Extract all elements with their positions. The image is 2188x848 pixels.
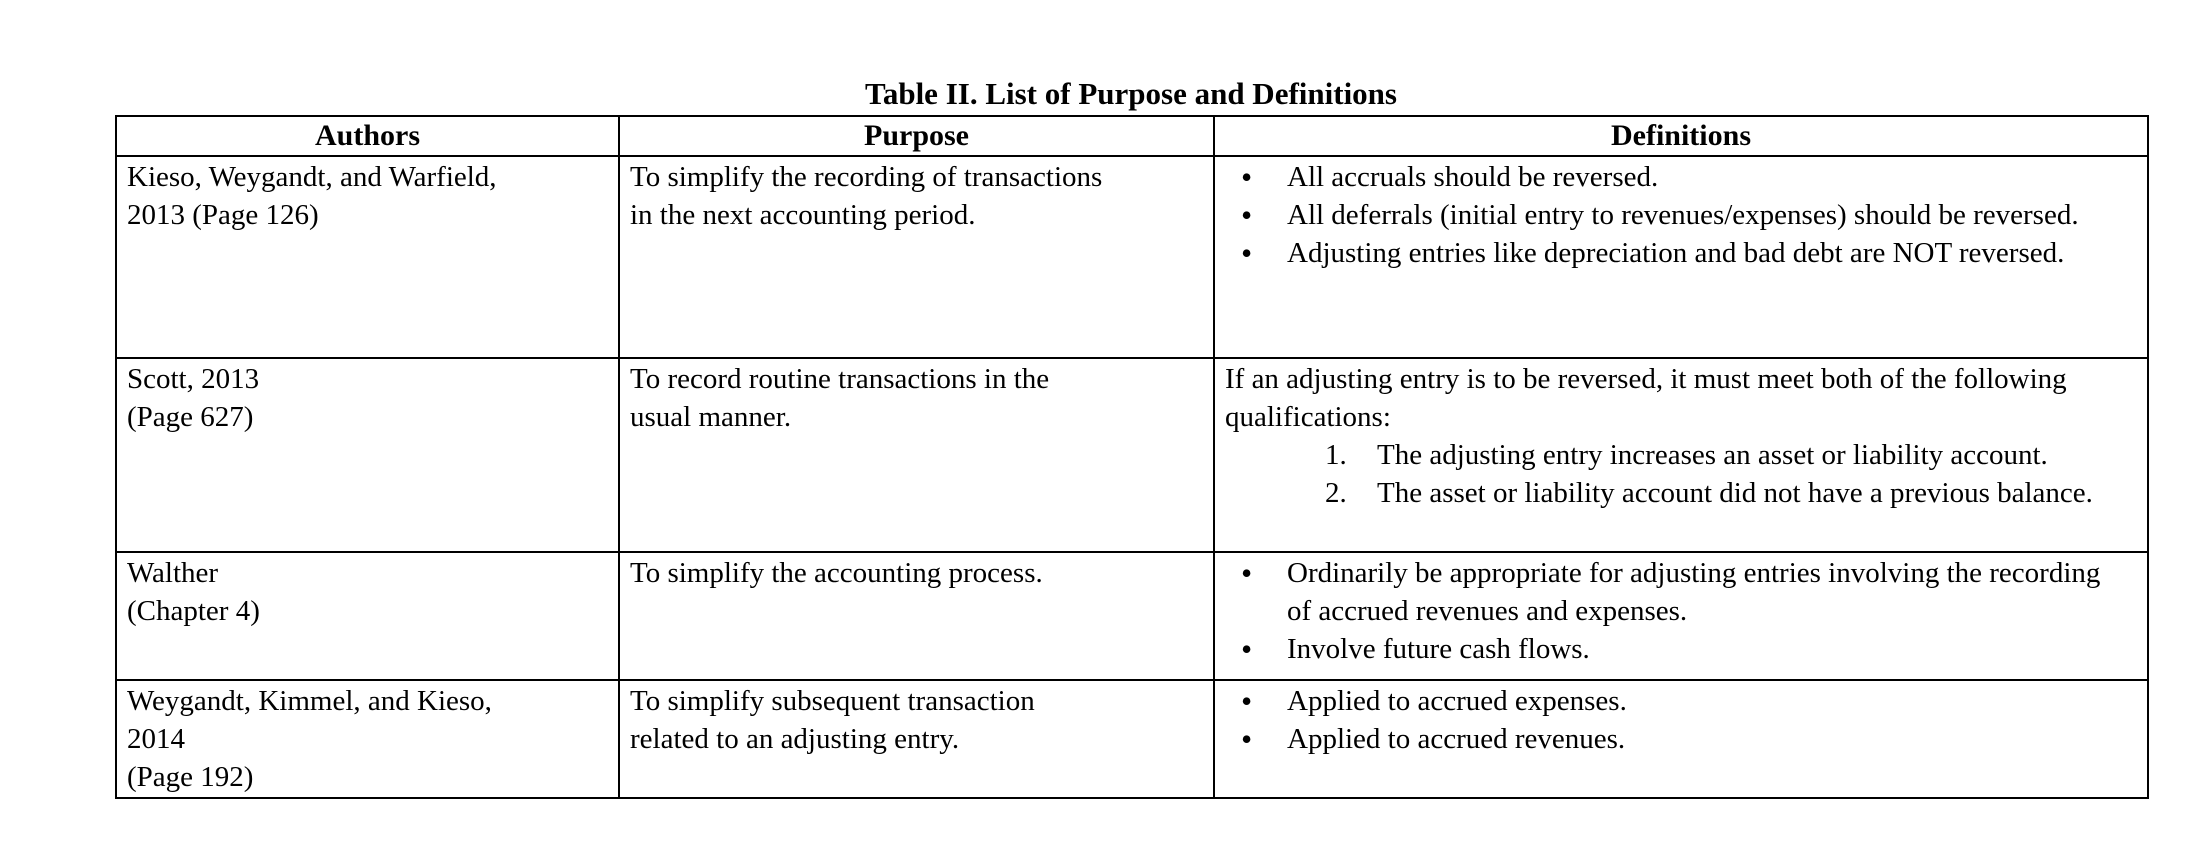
purpose-line: To simplify subsequent transaction bbox=[630, 685, 1035, 717]
authors-line: (Page 192) bbox=[127, 761, 254, 793]
authors-line: Walther bbox=[127, 557, 219, 589]
definitions-intro: If an adjusting entry is to be reversed,… bbox=[1225, 363, 2067, 433]
definitions-numbered-list: The adjusting entry increases an asset o… bbox=[1225, 436, 2129, 512]
definition-numbered-item: The adjusting entry increases an asset o… bbox=[1325, 436, 2048, 474]
definition-bullet-item: All accruals should be reversed. bbox=[1225, 158, 2129, 196]
authors-line: (Chapter 4) bbox=[127, 595, 260, 627]
definition-numbered-item: The asset or liability account did not h… bbox=[1325, 474, 2093, 512]
definitions-cell: Applied to accrued expenses. Applied to … bbox=[1213, 679, 2149, 799]
purpose-line: To simplify the recording of transaction… bbox=[630, 161, 1103, 193]
authors-cell: Kieso, Weygandt, and Warfield, 2013 (Pag… bbox=[115, 155, 620, 359]
purpose-cell: To record routine transactions in the us… bbox=[618, 357, 1215, 553]
authors-line: (Page 627) bbox=[127, 401, 254, 433]
purpose-line: usual manner. bbox=[630, 401, 792, 433]
definition-bullet-item: All deferrals (initial entry to revenues… bbox=[1225, 196, 2129, 234]
definitions-cell: If an adjusting entry is to be reversed,… bbox=[1213, 357, 2149, 553]
authors-line: Scott, 2013 bbox=[127, 363, 260, 395]
purpose-line: related to an adjusting entry. bbox=[630, 723, 960, 755]
authors-line: 2013 (Page 126) bbox=[127, 199, 319, 231]
authors-line: Kieso, Weygandt, and Warfield, bbox=[127, 161, 497, 193]
table-header-row: Authors Purpose Definitions bbox=[115, 115, 2149, 157]
table-row-weygandt: Weygandt, Kimmel, and Kieso, 2014 (Page … bbox=[115, 679, 2149, 799]
definitions-bullet-list: Applied to accrued expenses. Applied to … bbox=[1225, 682, 2129, 758]
column-header-authors: Authors bbox=[115, 115, 620, 157]
column-header-purpose: Purpose bbox=[618, 115, 1215, 157]
definition-bullet-item: Ordinarily be appropriate for adjusting … bbox=[1225, 554, 2129, 630]
table-title: Table II. List of Purpose and Definition… bbox=[865, 76, 1397, 111]
definitions-cell: Ordinarily be appropriate for adjusting … bbox=[1213, 551, 2149, 681]
authors-cell: Weygandt, Kimmel, and Kieso, 2014 (Page … bbox=[115, 679, 620, 799]
definition-bullet-item: Involve future cash flows. bbox=[1225, 630, 2129, 668]
purpose-cell: To simplify the accounting process. bbox=[618, 551, 1215, 681]
definitions-bullet-list: Ordinarily be appropriate for adjusting … bbox=[1225, 554, 2129, 668]
definition-bullet-item: Applied to accrued revenues. bbox=[1225, 720, 2129, 758]
purpose-line: To simplify the accounting process. bbox=[630, 557, 1043, 589]
table-row-walther: Walther (Chapter 4) To simplify the acco… bbox=[115, 551, 2149, 681]
purpose-line: in the next accounting period. bbox=[630, 199, 976, 231]
definition-bullet-item: Applied to accrued expenses. bbox=[1225, 682, 2129, 720]
authors-cell: Scott, 2013 (Page 627) bbox=[115, 357, 620, 553]
definitions-bullet-list: All accruals should be reversed. All def… bbox=[1225, 158, 2129, 272]
table-row-scott: Scott, 2013 (Page 627) To record routine… bbox=[115, 357, 2149, 553]
column-header-definitions: Definitions bbox=[1213, 115, 2149, 157]
purpose-cell: To simplify the recording of transaction… bbox=[618, 155, 1215, 359]
definition-bullet-item: Adjusting entries like depreciation and … bbox=[1225, 234, 2129, 272]
purpose-definitions-table: Authors Purpose Definitions Kieso, Weyga… bbox=[115, 115, 2149, 799]
purpose-line: To record routine transactions in the bbox=[630, 363, 1050, 395]
definitions-cell: All accruals should be reversed. All def… bbox=[1213, 155, 2149, 359]
authors-line: Weygandt, Kimmel, and Kieso, bbox=[127, 685, 492, 717]
authors-cell: Walther (Chapter 4) bbox=[115, 551, 620, 681]
authors-line: 2014 bbox=[127, 723, 185, 755]
table-row-kieso: Kieso, Weygandt, and Warfield, 2013 (Pag… bbox=[115, 155, 2149, 359]
purpose-cell: To simplify subsequent transaction relat… bbox=[618, 679, 1215, 799]
